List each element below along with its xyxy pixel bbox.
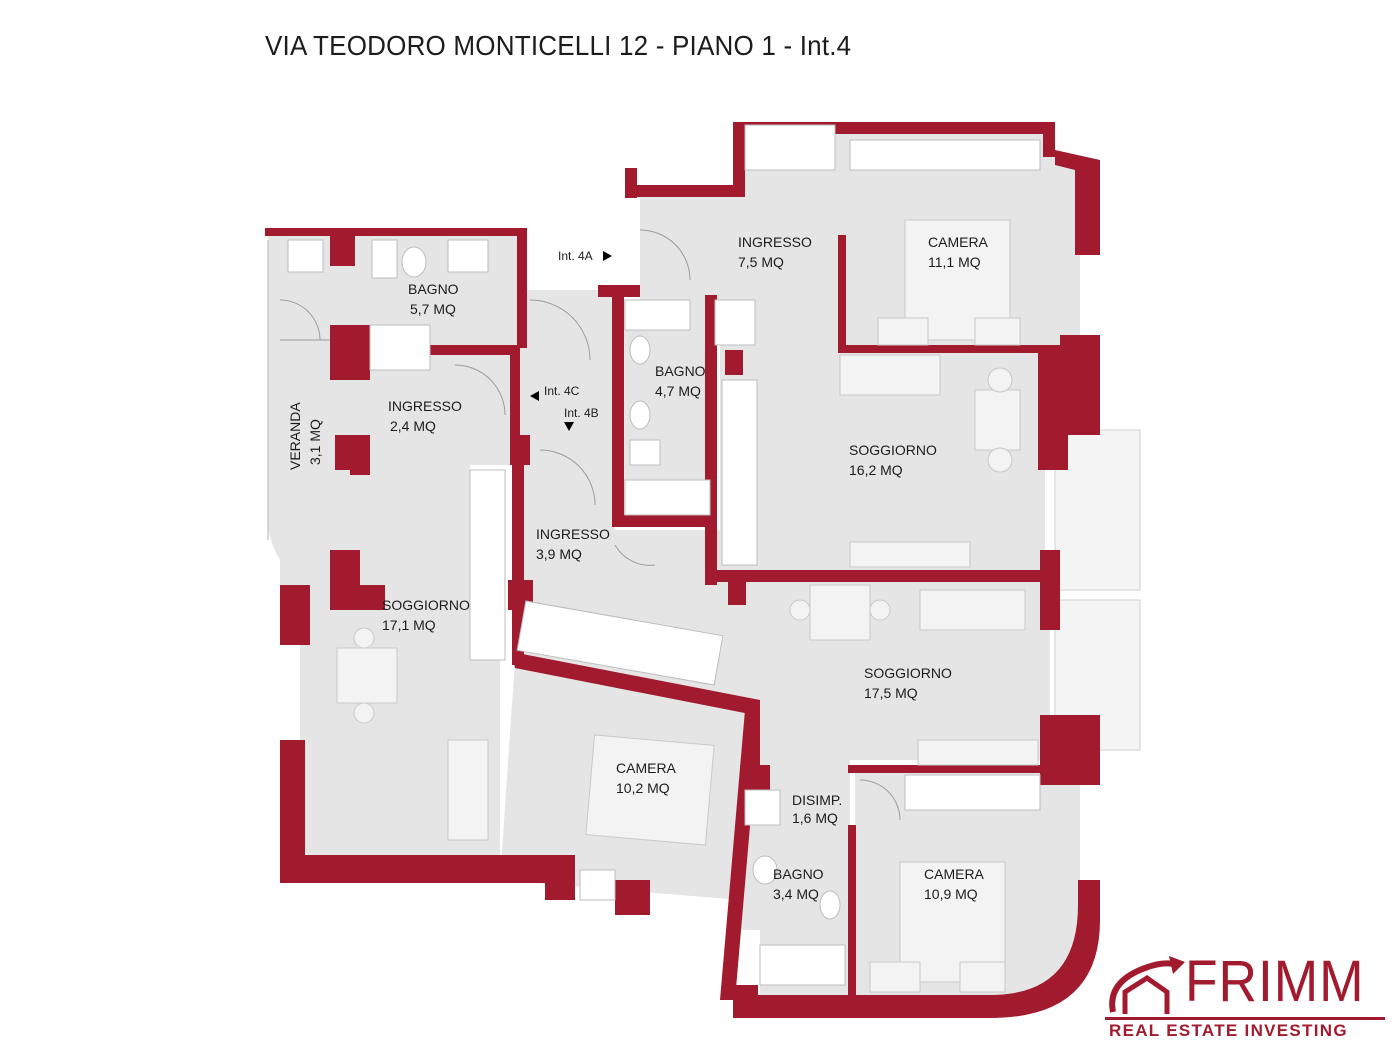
camera-b-area: 11,1 MQ [928,254,981,270]
camera-c-name: CAMERA [924,866,985,882]
logo-tagline: REAL ESTATE INVESTING [1109,1021,1348,1040]
furniture [287,124,1041,993]
soggiorno-a-name: SOGGIORNO [382,597,470,613]
logo-divider [1105,1017,1385,1020]
ingresso-a-area: 2,4 MQ [390,418,436,434]
left-arrow-icon [530,391,539,401]
camera-c-area: 10,9 MQ [924,886,978,902]
logo-name: FRIMM [1185,949,1365,1014]
camera-a-name: CAMERA [616,760,677,776]
door-swings [267,229,901,821]
ingresso-c-name: INGRESSO [738,234,812,250]
door-int4a-label: Int. 4A [558,249,593,263]
ingresso-c-area: 7,5 MQ [738,254,784,270]
frimm-logo: FRIMM REAL ESTATE INVESTING [1105,950,1390,1045]
down-arrow-icon [564,422,574,431]
camera-a-area: 10,2 MQ [616,780,670,796]
bagno-c-area: 3,4 MQ [773,886,819,902]
ingresso-b-name: INGRESSO [536,526,610,542]
house-arrow-icon [1109,956,1185,1014]
disimp-name: DISIMP. [792,792,842,808]
right-arrow-icon [603,251,612,261]
veranda-name: VERANDA [287,402,303,470]
veranda-area: 3,1 MQ [307,419,323,465]
bagno-c-name: BAGNO [773,866,824,882]
soggiorno-a-area: 17,1 MQ [382,617,436,633]
disimp-area: 1,6 MQ [792,810,838,826]
ingresso-b-area: 3,9 MQ [536,546,582,562]
soggiorno-b-area: 16,2 MQ [849,462,903,478]
camera-b-name: CAMERA [928,234,989,250]
door-labels: Int. 4A Int. 4C Int. 4B [530,249,612,431]
plan-title: VIA TEODORO MONTICELLI 12 - PIANO 1 - In… [265,30,852,61]
bagno-a-area: 5,7 MQ [410,301,456,317]
ingresso-a-name: INGRESSO [388,398,462,414]
bagno-a-name: BAGNO [408,281,459,297]
soggiorno-c-name: SOGGIORNO [864,665,952,681]
soggiorno-b-name: SOGGIORNO [849,442,937,458]
bagno-b-area: 4,7 MQ [655,383,701,399]
bagno-b-name: BAGNO [655,363,706,379]
room-labels: BAGNO 5,7 MQ INGRESSO 2,4 MQ VERANDA 3,1… [287,234,989,902]
soggiorno-c-area: 17,5 MQ [864,685,918,701]
door-int4b-label: Int. 4B [564,406,599,420]
door-int4c-label: Int. 4C [544,384,580,398]
